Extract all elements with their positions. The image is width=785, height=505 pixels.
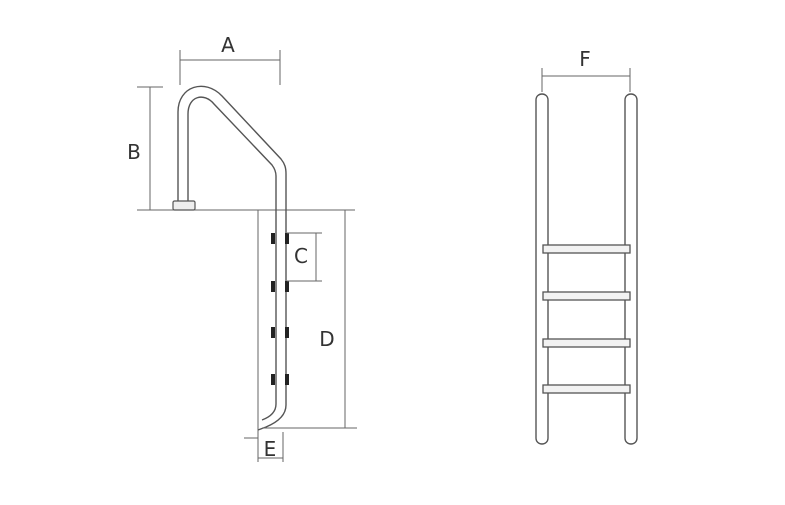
step-bracket <box>285 374 289 385</box>
dimension-c: C <box>287 232 322 282</box>
tread <box>542 244 631 254</box>
tread <box>542 291 631 301</box>
dimension-d: D <box>262 210 357 429</box>
tread <box>542 384 631 394</box>
tread <box>542 338 631 348</box>
label-f: F <box>579 47 591 71</box>
dimension-a: A <box>179 33 281 85</box>
dimension-e: E <box>257 432 284 462</box>
step-bracket <box>271 233 275 244</box>
left-rail <box>535 93 549 445</box>
label-b: B <box>127 140 141 164</box>
side-view: A B C D E <box>127 33 357 462</box>
right-rail <box>624 93 638 445</box>
step-bracket <box>271 281 275 292</box>
handrail-outer <box>177 85 287 431</box>
step-bracket <box>285 233 289 244</box>
step-bracket <box>285 327 289 338</box>
step-bracket <box>271 374 275 385</box>
label-a: A <box>221 33 235 57</box>
label-c: C <box>294 244 308 268</box>
front-view: F <box>535 47 638 445</box>
label-e: E <box>264 437 277 461</box>
dimension-b: B <box>127 86 163 210</box>
dimension-f: F <box>541 47 631 92</box>
step-bracket <box>285 281 289 292</box>
base-flange <box>172 200 196 211</box>
handrail-inner <box>187 96 277 421</box>
label-d: D <box>319 327 334 351</box>
step-bracket <box>271 327 275 338</box>
